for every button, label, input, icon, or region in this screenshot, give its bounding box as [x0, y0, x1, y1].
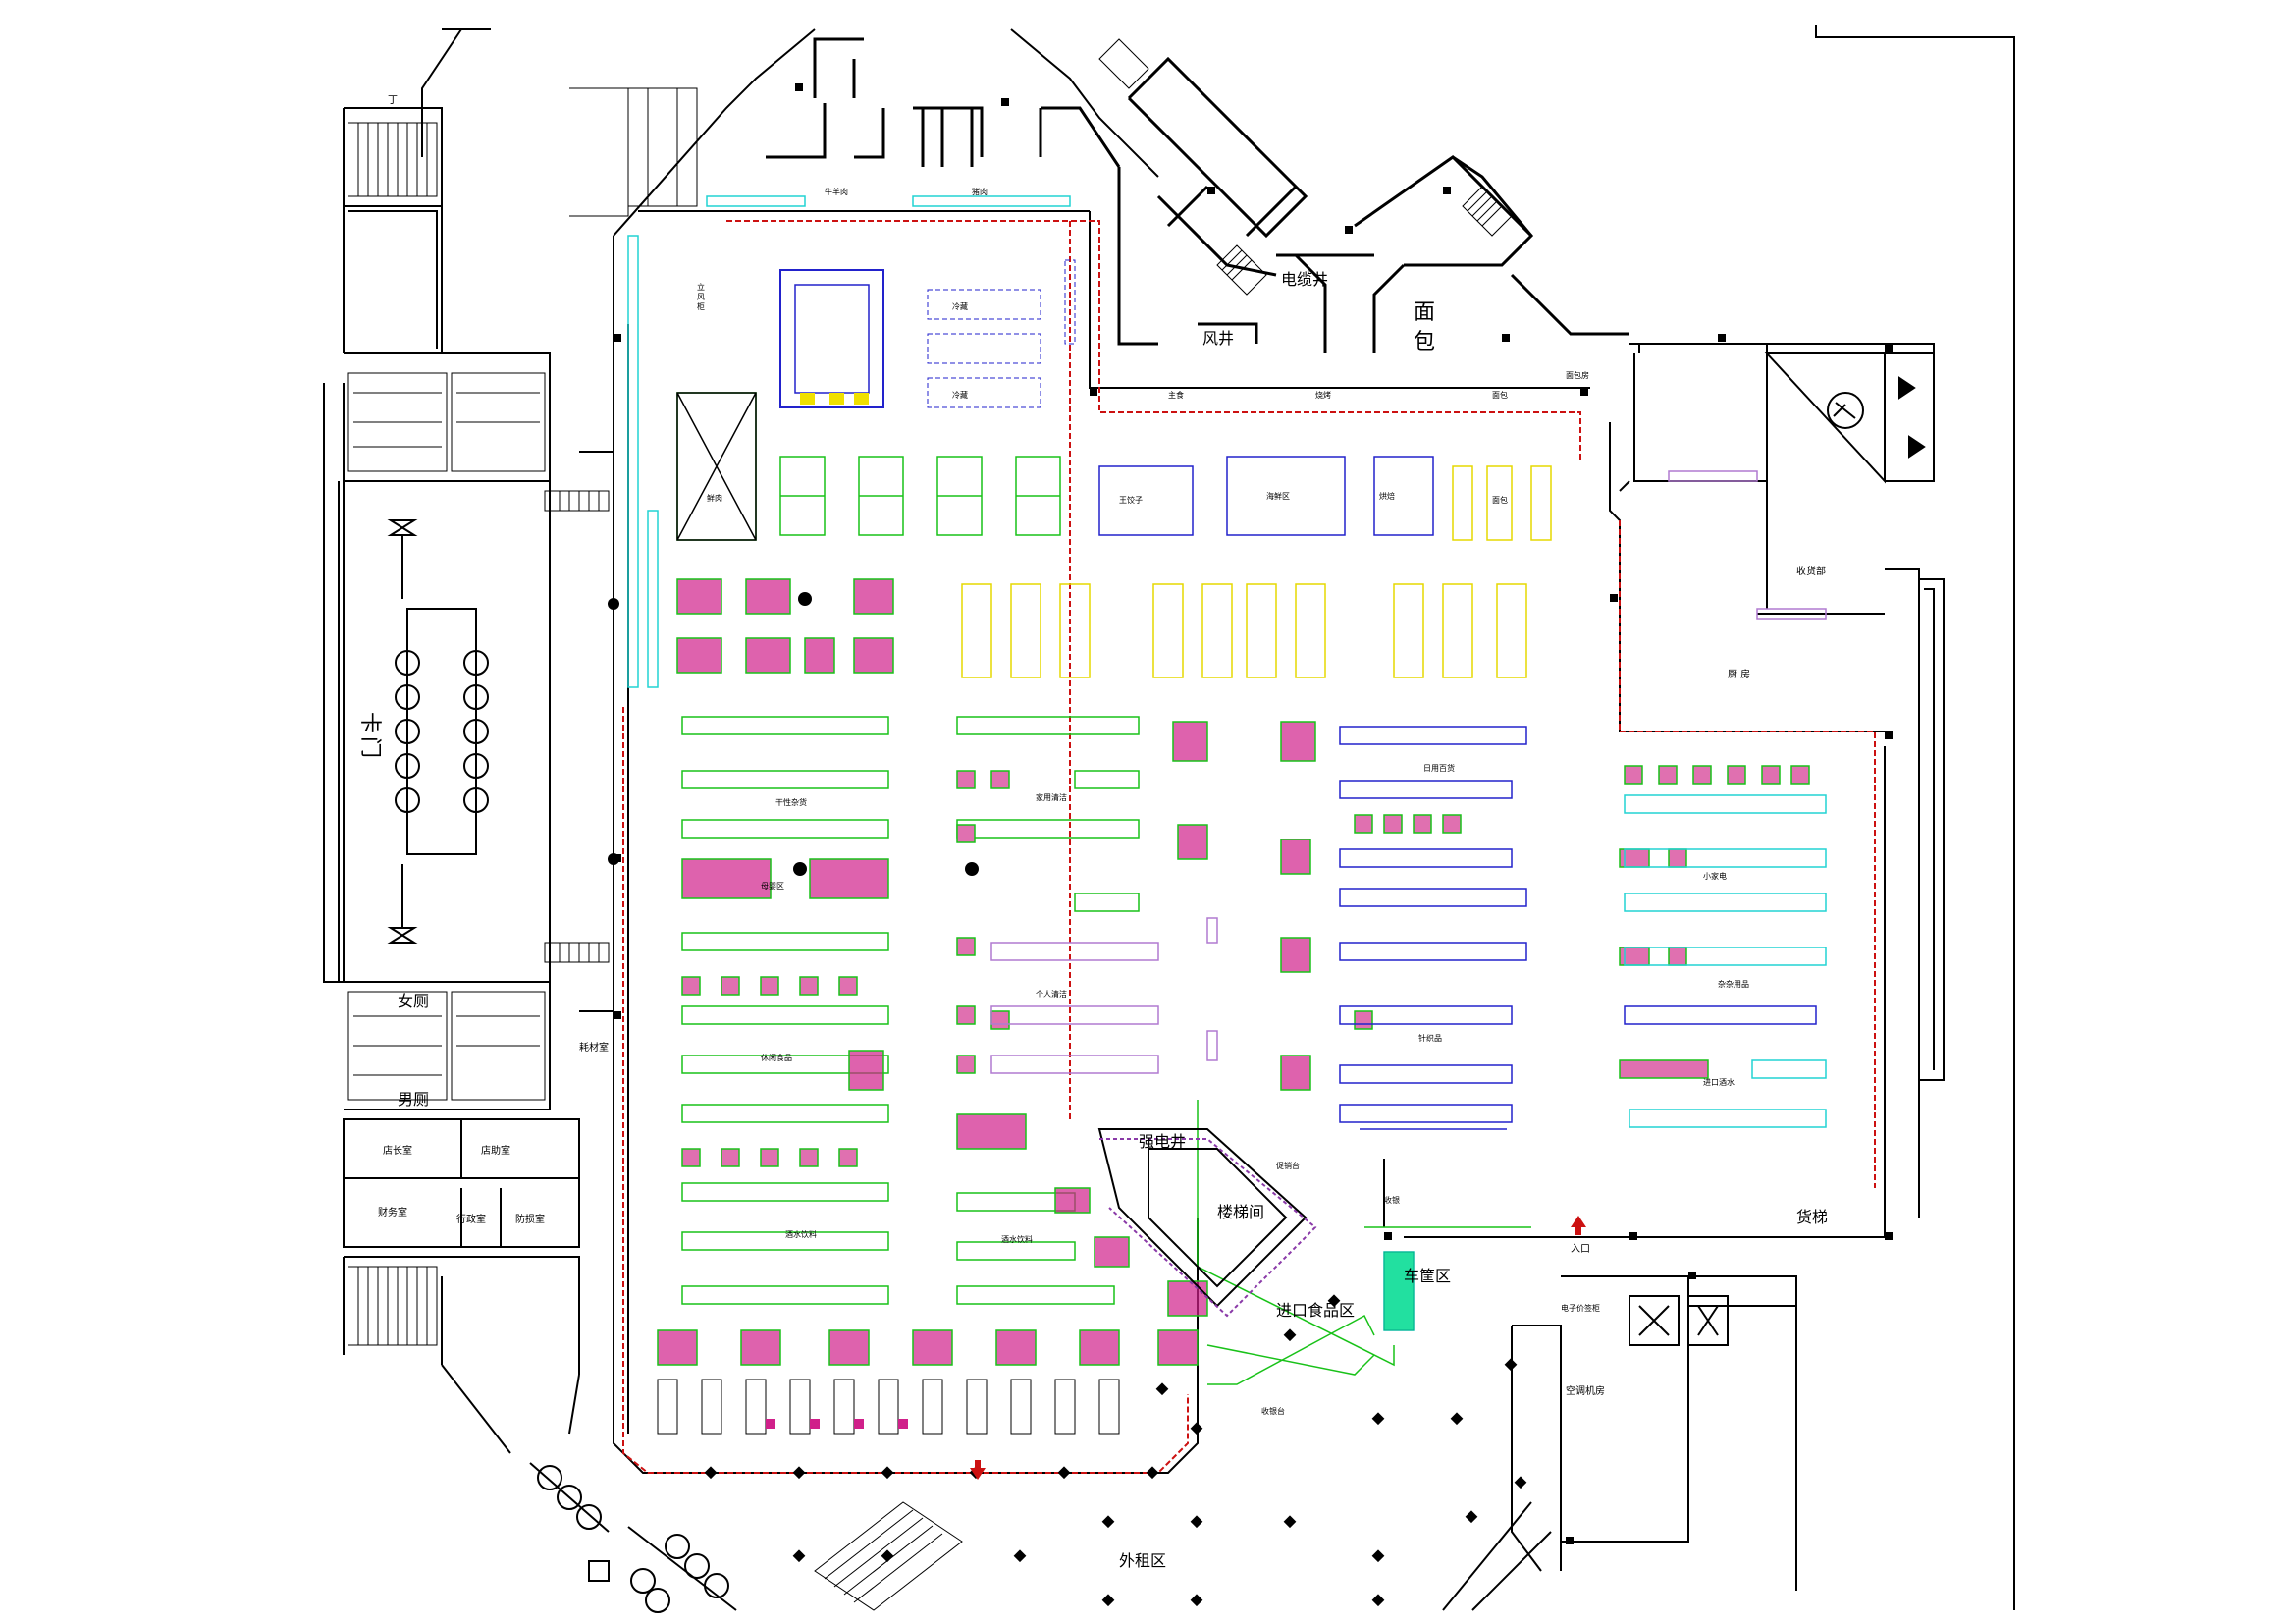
zone-women-wc: 女厕 — [398, 992, 429, 1010]
zone-wind-shaft: 风井 — [1202, 329, 1234, 348]
zone-knit: 针织品 — [1418, 1033, 1442, 1043]
right-wing — [1442, 343, 1935, 1611]
zone-kamen-2: 门 — [357, 736, 382, 758]
zone-kitchen: 厨 房 — [1728, 668, 1750, 680]
zone-drinks-2: 酒水饮料 — [1001, 1234, 1033, 1244]
zone-receiving: 收货部 — [1796, 565, 1826, 577]
zone-manager-room: 店长室 — [383, 1144, 412, 1157]
zone-checkout: 收银台 — [1261, 1406, 1285, 1416]
zone-aisle: 促销台 — [1276, 1161, 1300, 1170]
zone-pork: 猪肉 — [972, 187, 988, 196]
sheet-frame — [1815, 25, 2015, 1610]
zone-household: 家用清洁 — [1036, 792, 1067, 802]
zone-seafood: 海鲜区 — [1266, 491, 1290, 501]
left-wing — [323, 28, 614, 1454]
zone-duty: 面包房 — [1566, 370, 1589, 380]
zone-men-wc: 男厕 — [398, 1090, 429, 1109]
zone-outer-lease: 外租区 — [1119, 1551, 1166, 1570]
meat-counters — [927, 259, 1076, 408]
zone-beef: 鲜肉 — [707, 493, 722, 503]
top-rooms — [766, 37, 1629, 353]
zone-bread-counter: 面包 — [1492, 495, 1508, 505]
zone-import-drinks: 进口酒水 — [1703, 1077, 1735, 1087]
zone-finance-room: 财务室 — [378, 1206, 407, 1218]
zone-cable-shaft: 电缆井 — [1281, 270, 1328, 289]
top-stairs — [569, 38, 1513, 296]
zone-beef-mutton: 牛羊肉 — [825, 187, 848, 196]
freezer-island — [779, 269, 884, 408]
zone-misc-goods: 杂杂用品 — [1718, 980, 1749, 989]
building-walls — [613, 28, 1945, 1474]
zone-vertical-cabinet-3: 柜 — [697, 301, 705, 311]
freezer-yellow — [800, 393, 869, 405]
zone-cargo-lift: 货梯 — [1796, 1208, 1828, 1226]
zone-service-desk: 面包 — [1492, 390, 1508, 400]
zone-vertical-cabinet-2: 风 — [697, 293, 705, 301]
pink-squares — [681, 765, 1810, 1167]
lift-icon — [1827, 376, 1926, 459]
zone-cart-area: 车筐区 — [1404, 1267, 1451, 1285]
zone-frozen: 冷藏 — [952, 301, 968, 311]
shelving-blue — [779, 269, 1817, 1130]
outside-grid — [814, 1501, 963, 1611]
zone-roast: 烧烤 — [1315, 390, 1331, 400]
zone-loss-room: 防损室 — [515, 1213, 545, 1225]
zone-weak-shaft: 强电井 — [1139, 1132, 1186, 1151]
zone-vertical-cabinet-1: 立 — [697, 282, 705, 292]
zone-daily-goods: 日用百货 — [1423, 763, 1455, 773]
zone-bread-1: 面 — [1414, 300, 1435, 325]
entrance-arrow — [970, 1216, 1586, 1480]
zone-storage: 电子价签柜 — [1561, 1303, 1600, 1313]
zone-kamen-1: 卡 — [357, 712, 382, 733]
zone-baked: 烘焙 — [1379, 491, 1395, 501]
zone-store-office: 店助室 — [481, 1144, 510, 1157]
zone-entrance: 入口 — [1571, 1244, 1590, 1255]
zone-stair-room: 楼梯间 — [1217, 1203, 1264, 1221]
left-stairs — [348, 122, 610, 1346]
stair-room — [1097, 1128, 1308, 1308]
zone-main-food: 主食 — [1168, 390, 1184, 400]
zone-personal-care: 个人清洁 — [1036, 989, 1067, 999]
zone-mother-baby: 母婴区 — [761, 882, 784, 891]
zone-import-food: 进口食品区 — [1276, 1301, 1355, 1320]
zone-ac-room: 空调机房 — [1566, 1384, 1605, 1397]
stair-room-border — [1099, 1138, 1317, 1318]
zone-top-title: 丁 — [388, 95, 398, 106]
red-boundary — [622, 220, 1876, 1474]
zone-snack-food: 休闲食品 — [761, 1053, 792, 1062]
zone-labels: 电缆井 风井 面 包 卡 门 女厕 男厕 耗材室 店长室 店助室 财务室 行政室… — [357, 95, 1828, 1570]
zone-dry-goods: 干性杂货 — [775, 797, 807, 807]
bottom-left-doors — [529, 1462, 737, 1613]
pallets — [657, 578, 1316, 1366]
checkout-counters — [657, 1379, 1120, 1435]
zone-aisle-2: 收银 — [1384, 1195, 1400, 1205]
toilets — [347, 372, 546, 1101]
zone-frozen-2: 冷藏 — [952, 390, 968, 400]
outside-diamonds — [704, 1294, 1527, 1607]
zone-dumpling: 王饺子 — [1119, 495, 1143, 505]
shelving-yellow — [961, 465, 1552, 678]
cart-grid — [1383, 1251, 1415, 1331]
zone-drinks: 酒水饮料 — [785, 1229, 817, 1239]
zone-small-appliance: 小家电 — [1703, 871, 1727, 881]
shelving-violet — [990, 470, 1827, 1074]
columns — [608, 83, 1893, 1544]
zone-admin-room: 行政室 — [456, 1213, 486, 1225]
zone-material-room: 耗材室 — [579, 1041, 609, 1054]
zone-bread-2: 包 — [1414, 330, 1435, 354]
kamen-doors — [387, 519, 489, 944]
checkout-registers — [766, 1419, 908, 1429]
escalator-box — [676, 392, 757, 541]
